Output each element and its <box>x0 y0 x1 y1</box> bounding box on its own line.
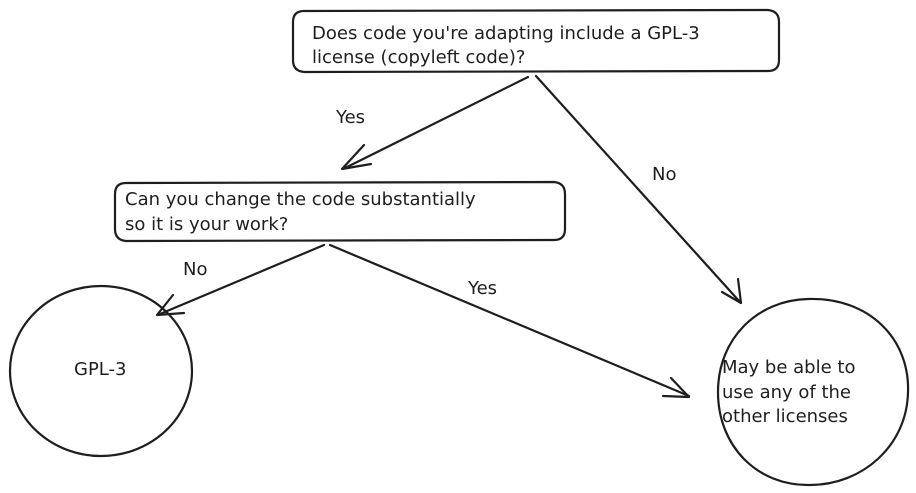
node-question-change-code-box <box>113 180 567 243</box>
edge-change-yes-arrowhead <box>661 376 691 399</box>
node-question-change-code-line-1: Can you change the code substantially <box>125 189 476 210</box>
node-result-other-licenses-line-1: May be able to <box>722 357 855 378</box>
edge-gpl3-yes-line <box>343 75 530 170</box>
node-question-gpl3-line-1: Does code you're adapting include a GPL-… <box>312 23 700 44</box>
edge-gpl3-no: No <box>534 74 743 305</box>
edge-change-no-line <box>158 243 326 316</box>
edge-change-no-label: No <box>183 259 207 280</box>
node-result-gpl3-circle <box>8 284 194 458</box>
edge-gpl3-no-arrowhead <box>720 277 743 305</box>
edge-change-yes: Yes <box>328 243 691 399</box>
edge-gpl3-no-label: No <box>652 164 676 185</box>
node-result-other-licenses-line-3: other licenses <box>722 406 848 427</box>
node-result-other-licenses: May be able to use any of the other lice… <box>716 297 910 487</box>
edge-change-yes-line <box>328 243 691 398</box>
node-result-other-licenses-line-2: use any of the <box>722 382 851 403</box>
node-question-change-code-line-2: so it is your work? <box>125 214 288 235</box>
edge-change-no-arrowhead <box>155 293 186 317</box>
node-question-change-code: Can you change the code substantially so… <box>113 180 567 243</box>
node-question-gpl3-box <box>291 8 781 74</box>
edge-gpl3-no-line <box>534 74 742 304</box>
node-question-gpl3-line-2: license (copyleft code)? <box>312 47 525 68</box>
node-result-gpl3: GPL-3 <box>8 284 194 458</box>
node-result-other-licenses-circle <box>716 297 910 487</box>
edge-gpl3-yes-arrowhead <box>340 143 373 171</box>
edge-gpl3-yes: Yes <box>335 75 530 171</box>
node-result-gpl3-text: GPL-3 <box>74 359 126 380</box>
edge-gpl3-yes-label: Yes <box>335 107 365 128</box>
node-question-gpl3: Does code you're adapting include a GPL-… <box>291 8 781 74</box>
edge-change-no: No <box>155 243 326 317</box>
edge-change-yes-label: Yes <box>467 278 497 299</box>
